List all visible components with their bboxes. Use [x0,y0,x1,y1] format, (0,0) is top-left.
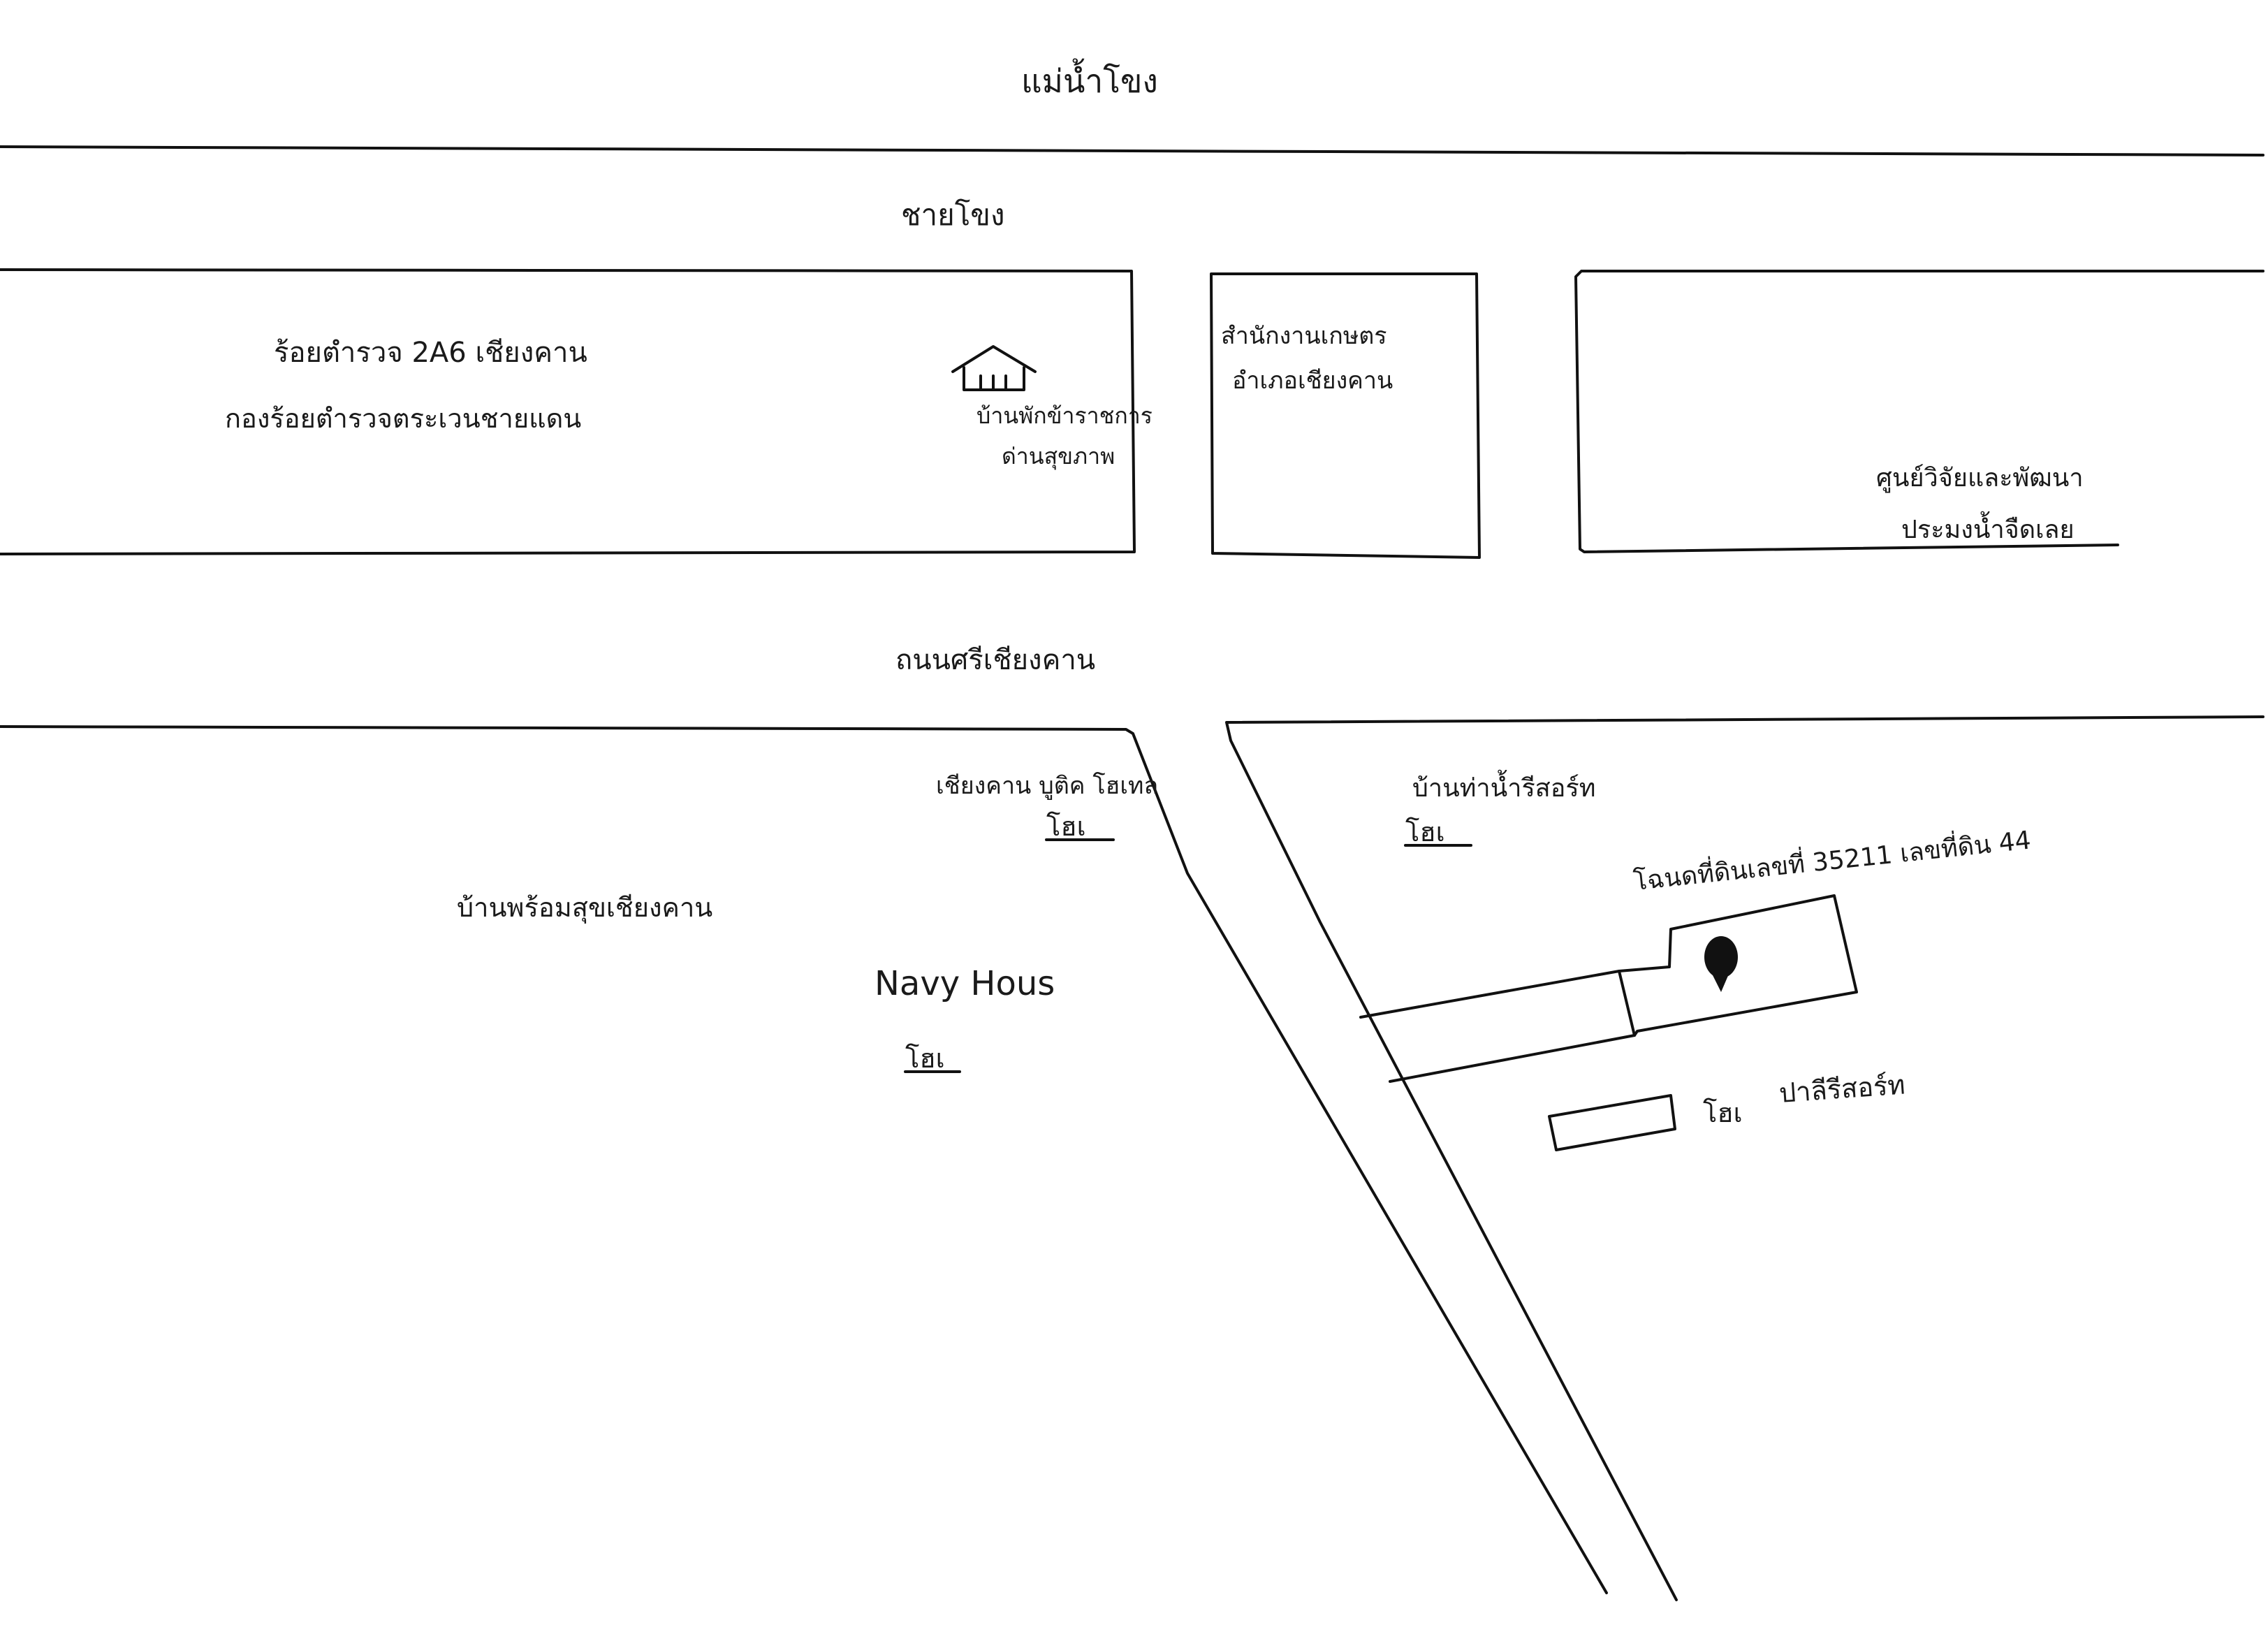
block-left [0,268,1136,555]
pali-resort-label: ปาลีรีสอร์ท [1778,1069,1906,1108]
fisheries-center-line2: ประมงน้ำจืดเลย [1901,511,2075,544]
land-parcel-divider [1618,970,1636,1037]
riverside-road-label: ชายโขง [901,198,1004,232]
agri-office-line1: สำนักงานเกษตร [1221,322,1387,350]
land-parcel-outline [1359,894,1858,1083]
pali-resort-building [1548,1094,1676,1151]
baan-phromsuk-label: บ้านพร้อมสุขเชียงคาน [457,892,712,924]
land-parcel-label: โฉนดที่ดินเลขที่ 35211 เลขที่ดิน 44 [1632,822,2032,896]
health-center-line2: ด่านสุขภาพ [1002,443,1115,470]
border-unit-line1: ร้อยตำรวจ 2A6 เชียงคาน [274,337,587,369]
road-south-edge-right [1225,715,2265,1601]
block-middle [1210,272,1481,559]
boutique-hotel-label: เชียงคาน บูติค โฮเทล [936,772,1158,800]
health-center-line1: บ้านพักข้าราชการ [976,402,1153,429]
fisheries-center-line1: ศูนย์วิจัยและพัฒนา [1876,464,2084,493]
house-icon [951,345,1037,391]
river-bank-line [0,145,2265,156]
agri-office-line2: อำเภอเชียงคาน [1232,367,1393,395]
hotel-sign-navy: โฮเ [905,1043,945,1074]
block-right [1574,270,2265,553]
river-label: แม่น้ำโขง [1021,58,1158,100]
navy-house-label: Navy Hous [875,964,1055,1003]
baan-resort-label: บ้านท่าน้ำรีสอร์ท [1412,769,1595,803]
road-south-edge-left [0,725,1608,1594]
hotel-sign-resort: โฮเ [1405,817,1445,847]
main-road-label: ถนนศรีเชียงคาน [895,644,1095,676]
location-pin-icon [1704,936,1738,992]
hotel-sign-pali: โฮเ [1703,1098,1743,1128]
hotel-sign-boutique: โฮเ [1046,811,1086,842]
border-unit-line2: กองร้อยตำรวจตระเวนชายแดน [225,403,581,434]
